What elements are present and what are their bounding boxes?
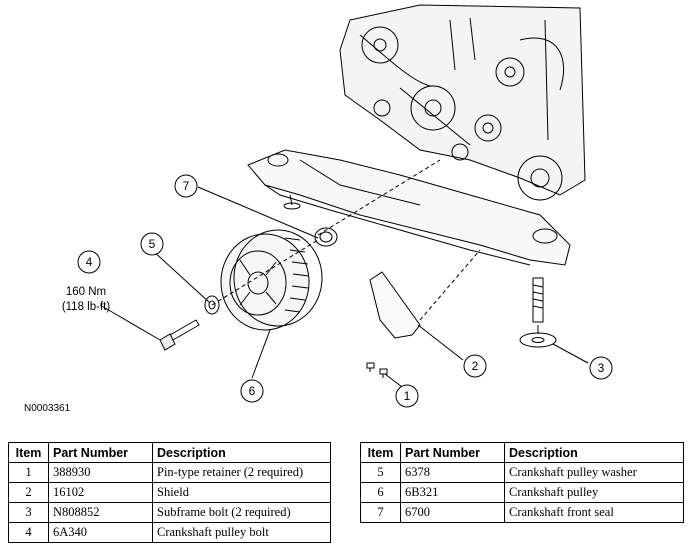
callout-3: 3: [598, 361, 605, 375]
table-row: 6 6B321 Crankshaft pulley: [360, 482, 684, 503]
row-part-number: 6700: [400, 502, 505, 523]
row-part-number: 6378: [400, 462, 505, 483]
torque-spec: 160 Nm (118 lb-ft): [46, 285, 126, 315]
header-description: Description: [504, 442, 684, 463]
row-description: Subframe bolt (2 required): [152, 502, 331, 523]
parts-table-left: Item Part Number Description 1 388930 Pi…: [8, 442, 331, 543]
parts-table-right: Item Part Number Description 5 6378 Cran…: [360, 442, 684, 523]
subframe: [247, 149, 571, 266]
callout-1: 1: [404, 389, 411, 403]
row-part-number: 388930: [48, 462, 153, 483]
callout-2: 2: [472, 359, 479, 373]
callout-6: 6: [249, 384, 256, 398]
table-row: 2 16102 Shield: [8, 482, 331, 503]
exploded-view-illustration: 7 5 4 6 2 3 1: [77, 4, 613, 408]
header-part-number: Part Number: [48, 442, 153, 463]
header-item: Item: [8, 442, 49, 463]
callout-7: 7: [183, 179, 190, 193]
table-row: 7 6700 Crankshaft front seal: [360, 502, 684, 523]
callout-4: 4: [86, 255, 93, 269]
row-description: Crankshaft pulley: [504, 482, 684, 503]
header-item: Item: [360, 442, 401, 463]
row-item: 7: [360, 502, 401, 523]
row-part-number: 16102: [48, 482, 153, 503]
leader-lines: [99, 159, 589, 391]
table-row: 1 388930 Pin-type retainer (2 required): [8, 462, 331, 483]
header-part-number: Part Number: [400, 442, 505, 463]
row-item: 5: [360, 462, 401, 483]
callout-circles: [77, 174, 613, 408]
table-header-row: Item Part Number Description: [8, 442, 331, 463]
figure-id: N0003361: [24, 403, 71, 414]
row-description: Pin-type retainer (2 required): [152, 462, 331, 483]
crankshaft-front-seal: [314, 227, 338, 247]
torque-nm: 160 Nm: [65, 286, 107, 298]
row-part-number: 6A340: [48, 522, 153, 543]
table-row: 3 N808852 Subframe bolt (2 required): [8, 502, 331, 523]
torque-lbft: (118 lb-ft): [61, 301, 111, 313]
subframe-bolt: [519, 277, 557, 348]
row-description: Crankshaft pulley bolt: [152, 522, 331, 543]
pin-type-retainers: [366, 362, 388, 378]
crankshaft-pulley-bolt: [159, 319, 200, 351]
row-description: Crankshaft front seal: [504, 502, 684, 523]
shield: [369, 271, 421, 339]
row-part-number: 6B321: [400, 482, 505, 503]
header-description: Description: [152, 442, 331, 463]
row-item: 2: [8, 482, 49, 503]
row-description: Shield: [152, 482, 331, 503]
callout-5: 5: [149, 237, 156, 251]
table-row: 5 6378 Crankshaft pulley washer: [360, 462, 684, 483]
crankshaft-pulley: [220, 229, 323, 331]
table-header-row: Item Part Number Description: [360, 442, 684, 463]
table-row: 4 6A340 Crankshaft pulley bolt: [8, 522, 331, 543]
engine-block: [339, 4, 586, 201]
row-item: 4: [8, 522, 49, 543]
row-item: 3: [8, 502, 49, 523]
row-item: 1: [8, 462, 49, 483]
crankshaft-pulley-washer: [204, 295, 220, 315]
row-part-number: N808852: [48, 502, 153, 523]
row-item: 6: [360, 482, 401, 503]
row-description: Crankshaft pulley washer: [504, 462, 684, 483]
